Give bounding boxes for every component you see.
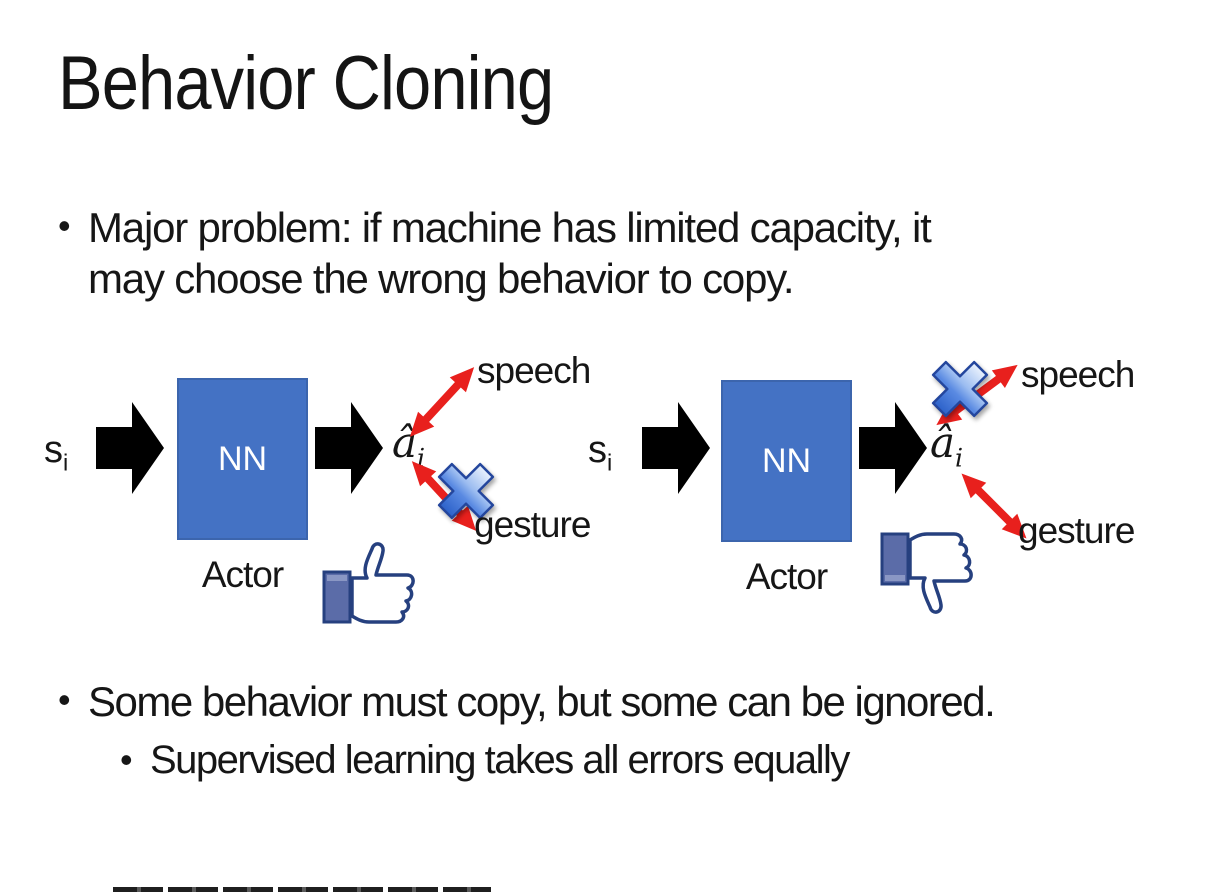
gesture-arrow-icon [411, 461, 477, 531]
bullet-marker: • [58, 679, 71, 720]
nn-label: NN [217, 439, 268, 478]
output-action-label-right: âi [930, 418, 964, 473]
input-state-label-left: si [44, 429, 69, 476]
clipped-text-edge [113, 887, 491, 892]
input-state-label-right: si [588, 429, 613, 476]
page-title: Behavior Cloning [58, 41, 554, 126]
nn-box-left: NN [177, 378, 308, 540]
flow-arrow-icon [96, 402, 164, 494]
nn-box-right: NN [721, 380, 852, 542]
flow-arrow-icon [859, 402, 927, 494]
sub-bullet-supervised: • Supervised learning takes all errors e… [120, 736, 850, 785]
gesture-label-right: gesture [1018, 510, 1135, 551]
bullet-major-problem-line1: Major problem: if machine has limited ca… [88, 204, 932, 251]
bullet-marker: • [120, 739, 133, 780]
bullet-some-behavior: • Some behavior must copy, but some can … [58, 678, 996, 725]
speech-label-right: speech [1021, 354, 1135, 395]
nn-label: NN [761, 441, 812, 480]
cross-out-icon [437, 462, 495, 520]
thumbs-down-icon [880, 532, 973, 614]
flow-arrow-icon [642, 402, 710, 494]
gesture-label-left: gesture [474, 504, 591, 545]
gesture-arrow-icon [961, 473, 1027, 539]
thumbs-up-icon [322, 542, 415, 624]
bullet-major-problem-line2: may choose the wrong behavior to copy. [88, 255, 795, 303]
actor-label-left: Actor [201, 554, 284, 595]
bullet-marker: • [58, 205, 71, 246]
speech-label-left: speech [477, 350, 591, 391]
speech-arrow-icon [409, 367, 475, 437]
flow-arrow-icon [315, 402, 383, 494]
bullet-major-problem: • Major problem: if machine has limited … [58, 202, 932, 304]
cross-out-icon [931, 360, 989, 418]
actor-label-right: Actor [745, 556, 828, 597]
